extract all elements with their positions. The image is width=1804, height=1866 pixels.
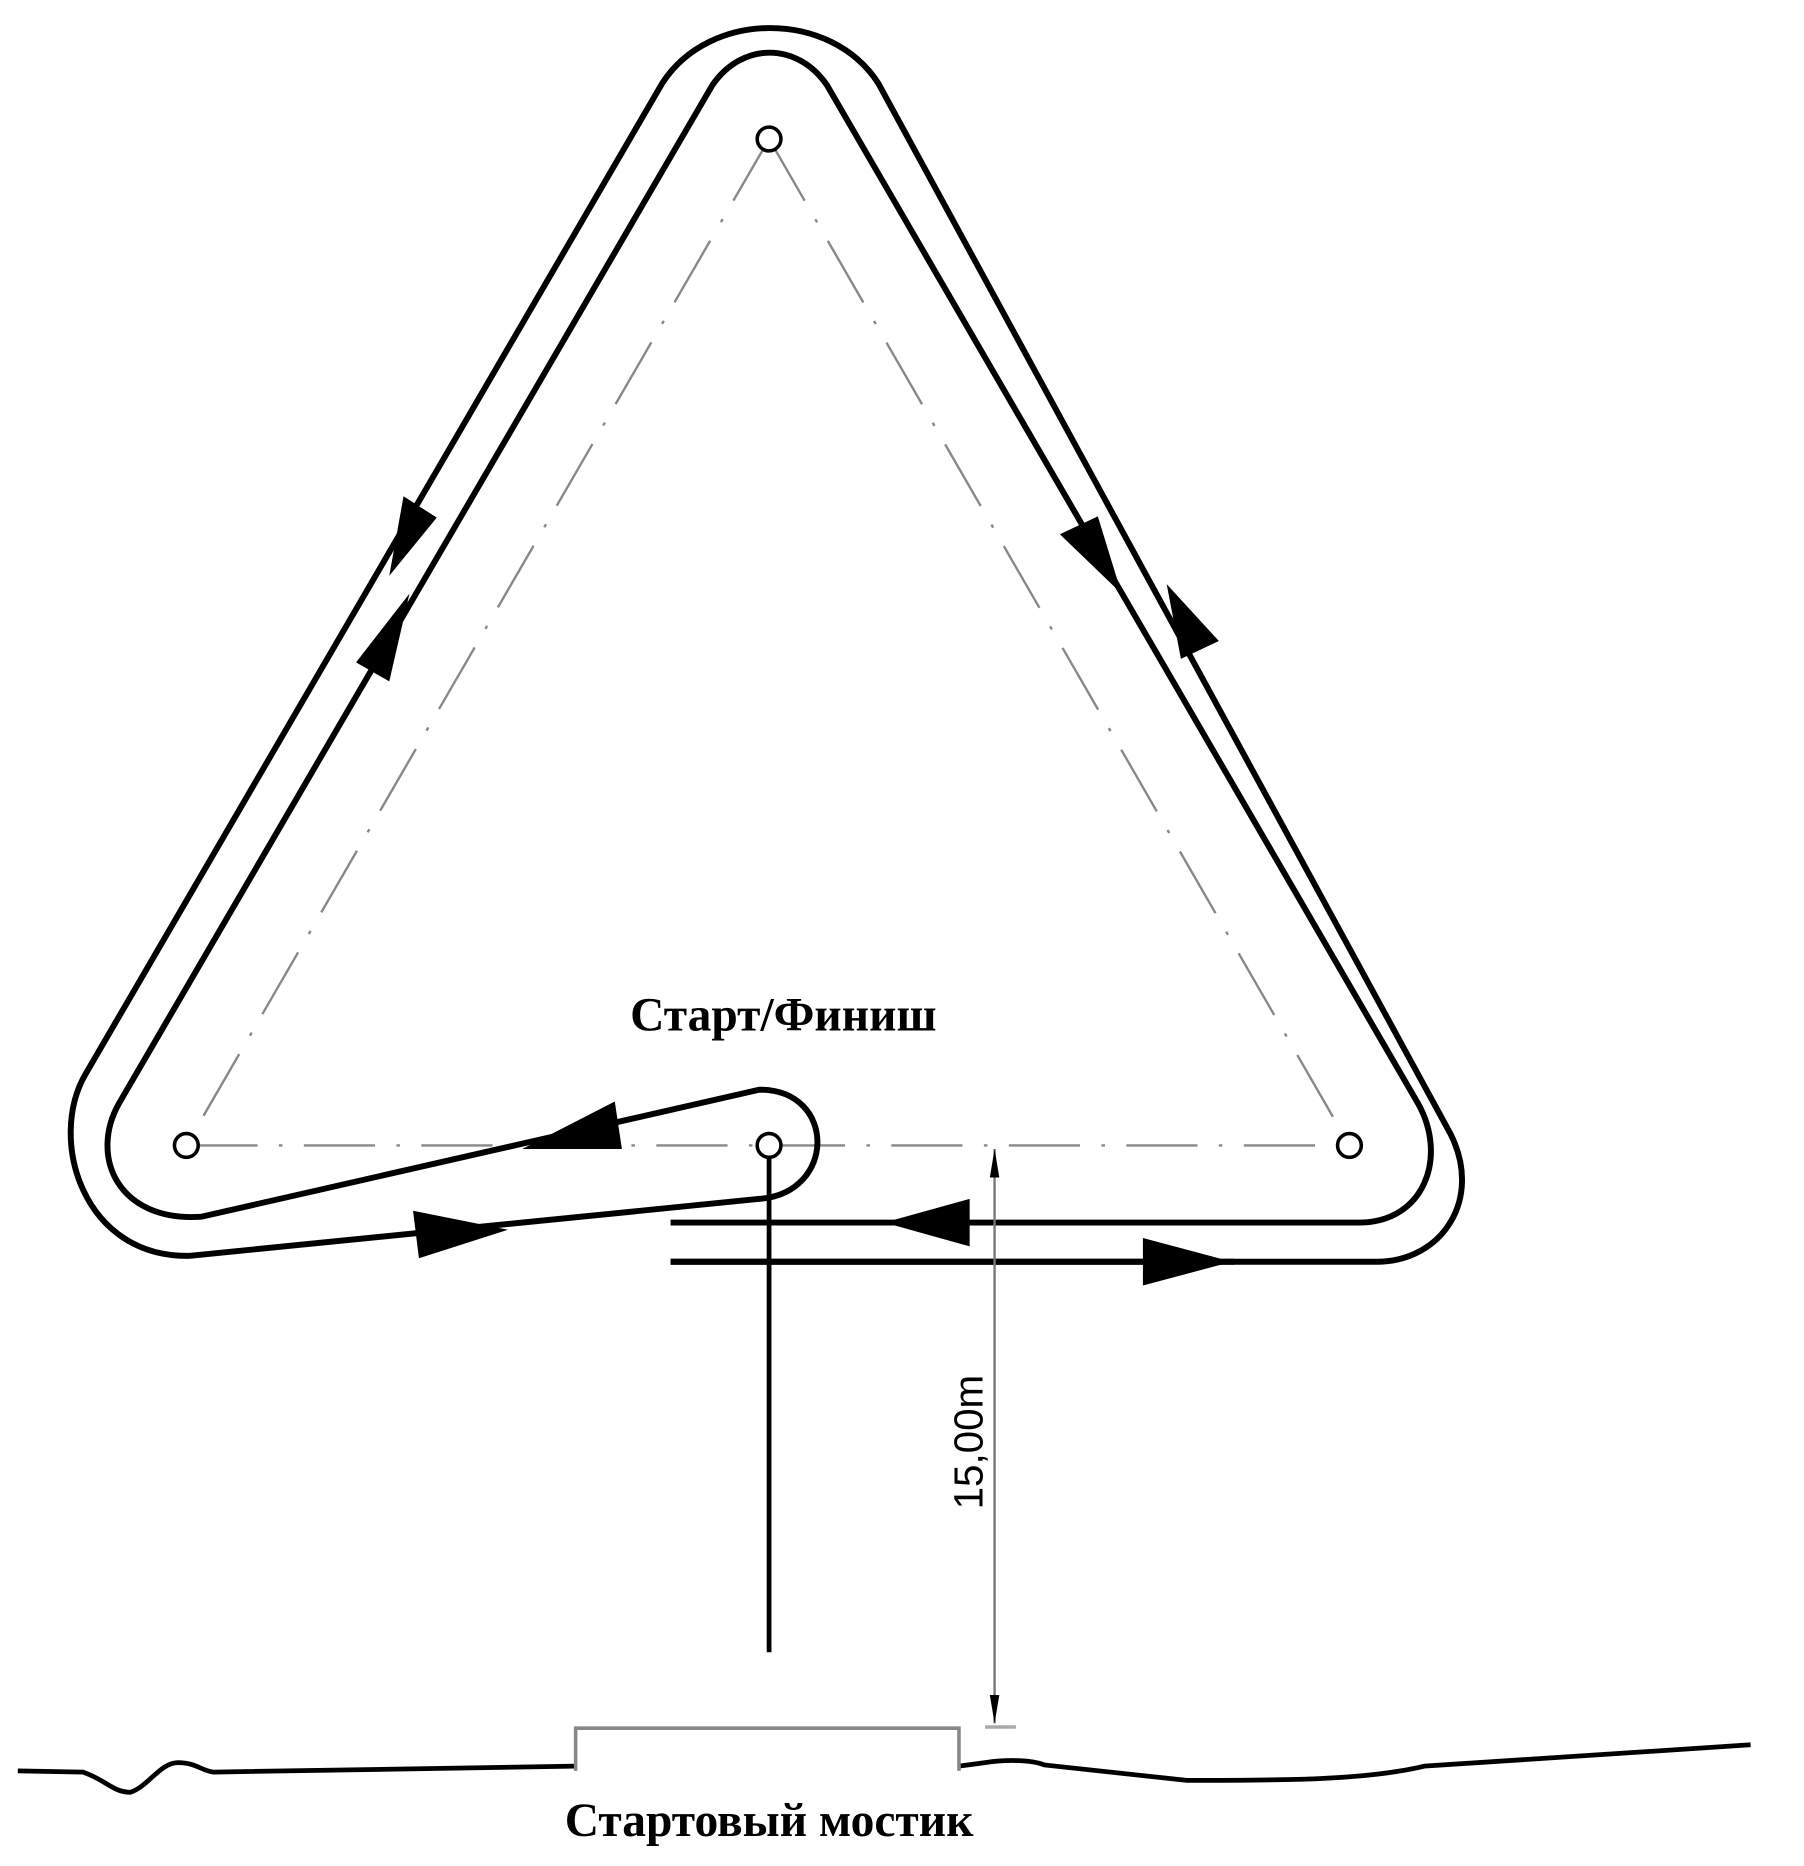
arrow-left-icon — [884, 1198, 970, 1247]
buoy-left-icon — [172, 1131, 200, 1160]
buoys — [172, 125, 1364, 1160]
buoy-guide-lines — [185, 138, 1351, 1147]
dimension-arrow-up-icon — [989, 1149, 1000, 1178]
guide-line-left — [185, 138, 771, 1147]
buoy-top-icon — [755, 125, 783, 153]
buoy-right-icon — [1335, 1131, 1364, 1160]
start-bridge — [573, 1726, 961, 1771]
distance-dimension: 15,00m — [946, 1149, 1016, 1729]
start-finish-label: Старт/Финиш — [630, 989, 936, 1041]
arrow-down-icon — [389, 496, 437, 576]
buoy-start-icon — [755, 1131, 783, 1160]
shoreline — [17, 1742, 1751, 1795]
direction-arrows — [356, 496, 1232, 1286]
arrow-right-icon — [413, 1210, 508, 1259]
arrow-down-icon — [1059, 516, 1122, 594]
guide-line-right — [768, 138, 1351, 1147]
arrow-left-icon — [522, 1101, 622, 1150]
arrow-up-icon — [1166, 584, 1219, 659]
swim-track — [67, 25, 1465, 1265]
distance-label: 15,00m — [946, 1375, 992, 1510]
arrow-up-icon — [356, 593, 410, 682]
start-bridge-label: Стартовый мостик — [565, 1795, 974, 1847]
dimension-arrow-down-icon — [989, 1694, 1000, 1724]
